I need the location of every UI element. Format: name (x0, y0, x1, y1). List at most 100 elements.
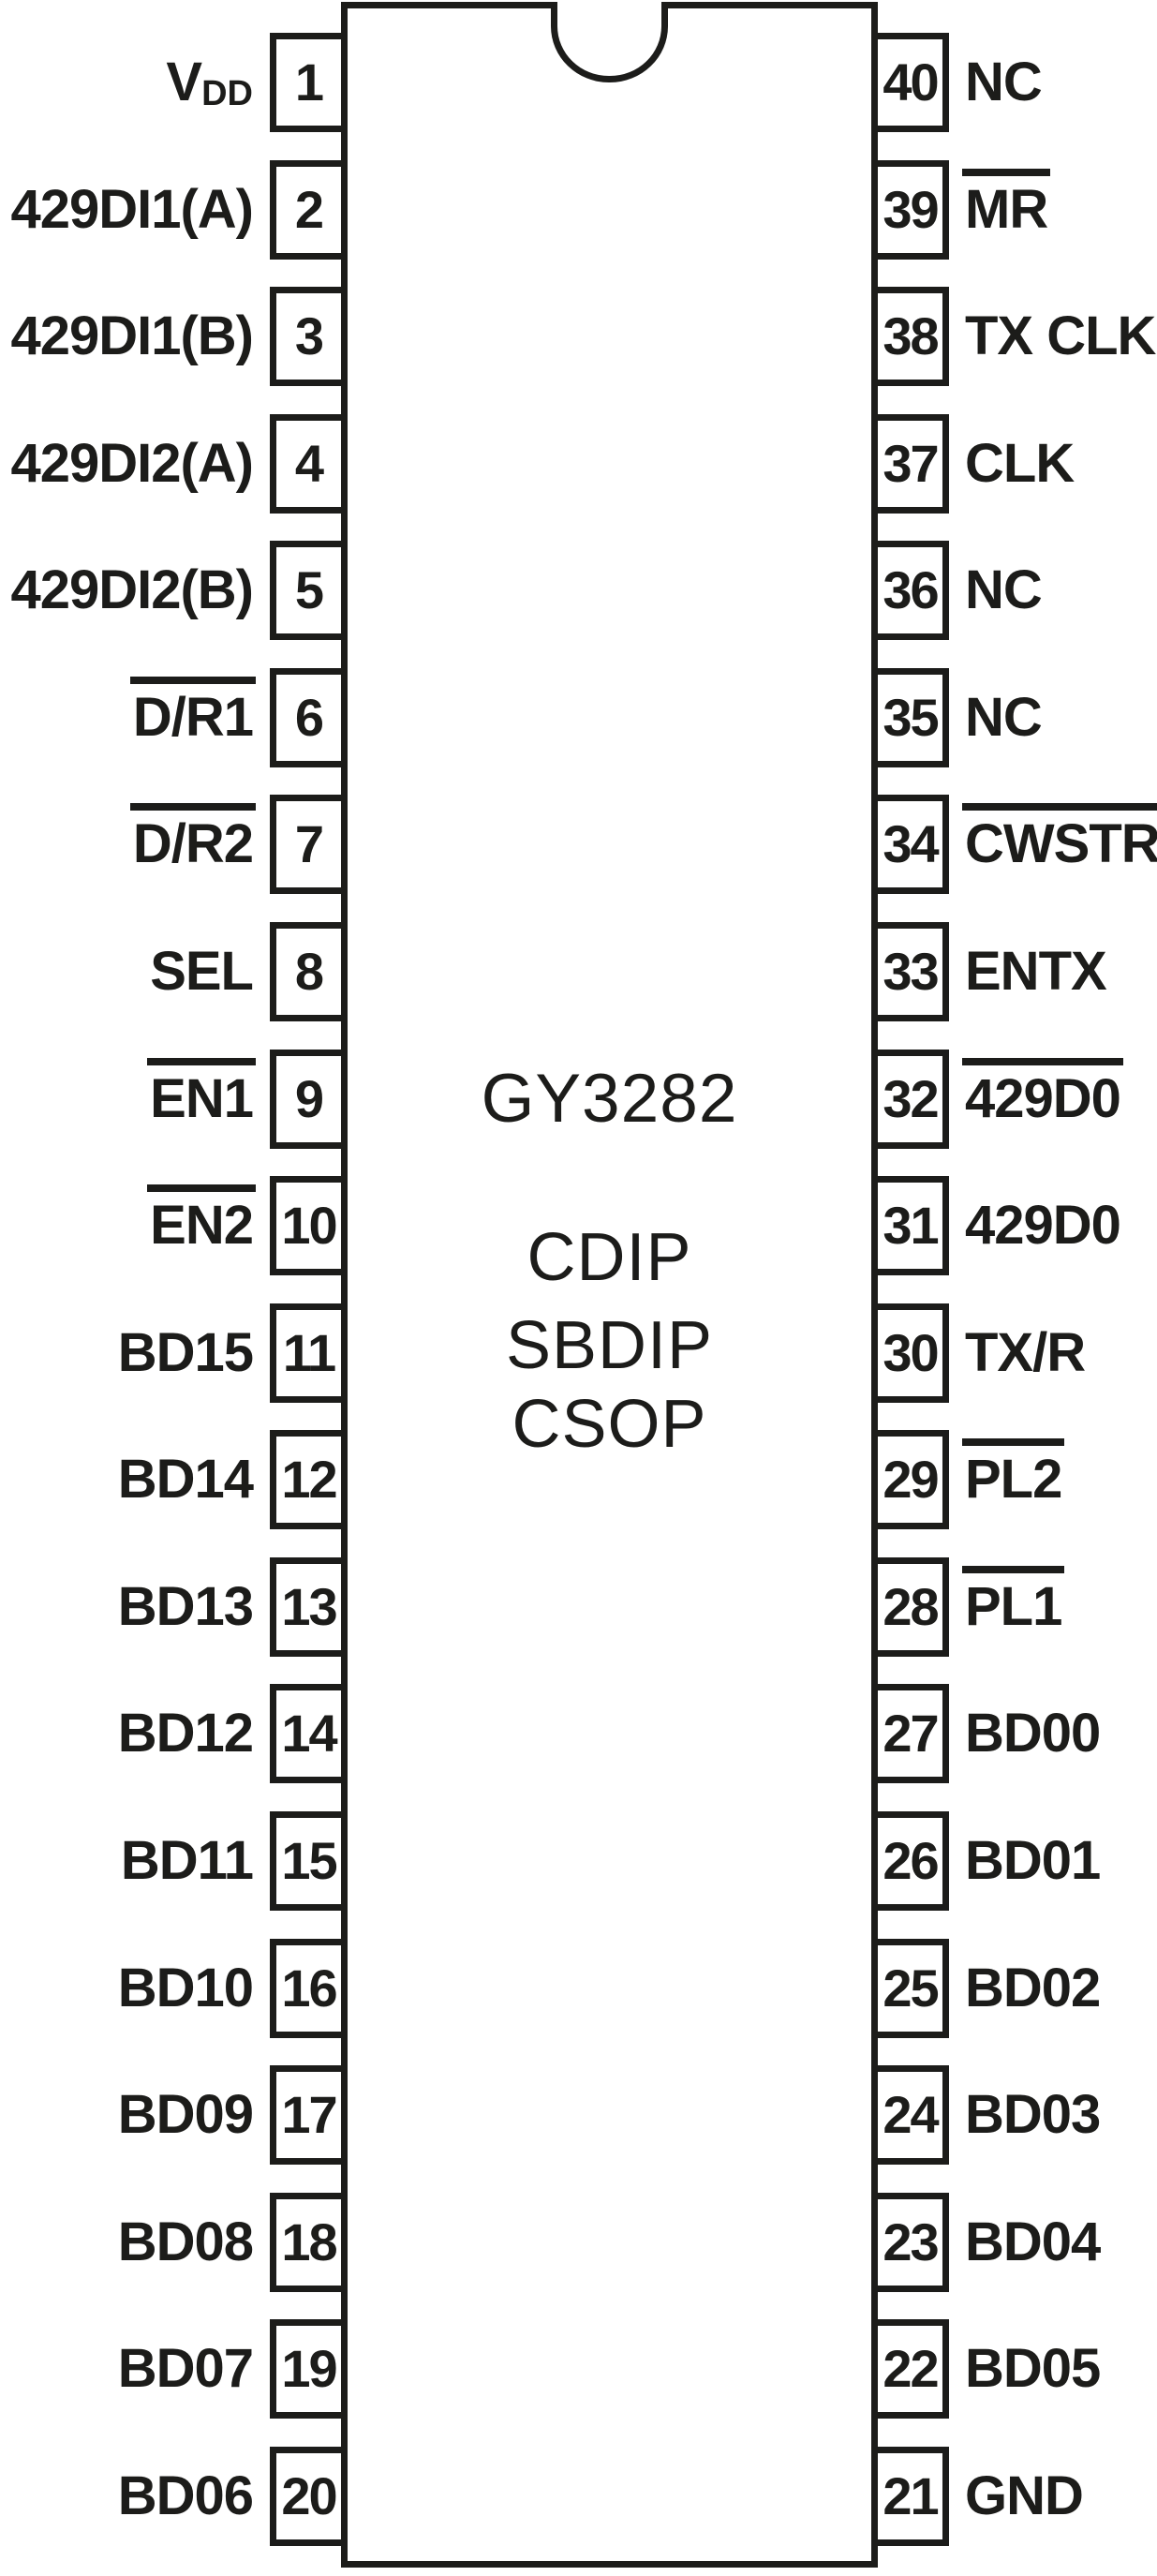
pin-7-box: 7 (270, 795, 348, 894)
pin-17-label: BD09 (118, 2088, 254, 2142)
pin-16-label: BD10 (117, 1958, 254, 2018)
pin-26-label: BD01 (965, 1834, 1101, 1888)
overlined-signal-name: D/R1 (129, 677, 257, 748)
pin-26-box: 26 (871, 1811, 949, 1911)
pin-34-label: CWSTR (962, 803, 1157, 871)
signal-name: BD09 (117, 2084, 254, 2145)
overlined-signal-name: PL2 (961, 1438, 1065, 1510)
pin-35-label: NC (965, 691, 1043, 745)
signal-name-subscript: DD (201, 74, 253, 113)
pin-29-label: PL2 (961, 1438, 1065, 1510)
pin-8-number: 8 (294, 942, 324, 1001)
pin-30-label: TX/R (965, 1326, 1086, 1380)
pin-38-label: TX CLK (965, 309, 1156, 364)
pin-7-label: D/R2 (129, 803, 257, 871)
pin-24-box: 24 (871, 2065, 949, 2165)
signal-name: BD04 (965, 2211, 1101, 2272)
pin-36-label: NC (965, 563, 1043, 618)
signal-name: BD10 (117, 1958, 254, 2018)
pin-3-box: 3 (270, 287, 348, 386)
signal-name: BD07 (117, 2338, 254, 2399)
pin-14-number: 14 (281, 1704, 337, 1763)
pin-11-label: BD15 (118, 1326, 254, 1380)
package-type-cdip: CDIP (527, 1220, 692, 1295)
overlined-signal-name: MR (961, 169, 1051, 240)
pin-4-number: 4 (294, 434, 324, 493)
signal-name: BD08 (117, 2211, 254, 2272)
pin-11-box: 11 (270, 1303, 348, 1403)
pin-27-box: 27 (871, 1684, 949, 1783)
pin-8-label: SEL (150, 945, 254, 999)
pin-37-label: CLK (965, 437, 1075, 491)
signal-name: GND (965, 2465, 1084, 2526)
pin-19-number: 19 (281, 2339, 337, 2398)
pin-18-number: 18 (281, 2212, 337, 2271)
pin-10-number: 10 (281, 1196, 337, 1255)
pin-6-number: 6 (294, 688, 324, 747)
pin-9-number: 9 (294, 1069, 324, 1128)
signal-name: 429DI1(B) (10, 305, 254, 366)
pin-13-number: 13 (281, 1577, 337, 1636)
pin-1-number: 1 (294, 52, 324, 112)
pin-26-number: 26 (883, 1831, 939, 1890)
signal-name: SEL (150, 941, 254, 1002)
pin-32-number: 32 (883, 1069, 939, 1128)
pin-14-label: BD12 (118, 1706, 254, 1761)
pin-29-box: 29 (871, 1430, 949, 1529)
signal-name: BD15 (117, 1322, 254, 1383)
pin-28-label: PL1 (961, 1566, 1065, 1637)
pin-6-label: D/R1 (129, 677, 257, 748)
signal-name: 429DI2(B) (10, 559, 254, 620)
pin-13-box: 13 (270, 1557, 348, 1657)
pin-17-number: 17 (281, 2085, 337, 2144)
signal-name: TX CLK (965, 305, 1156, 366)
pin-35-box: 35 (871, 668, 949, 767)
pin-36-box: 36 (871, 541, 949, 640)
pin-3-number: 3 (294, 306, 324, 365)
pin-22-label: BD05 (965, 2342, 1101, 2396)
pin-30-number: 30 (883, 1323, 939, 1382)
signal-name: ENTX (965, 941, 1107, 1002)
signal-name: V (166, 52, 202, 112)
pin-16-number: 16 (281, 1958, 337, 2018)
pin-22-number: 22 (883, 2339, 939, 2398)
signal-name: BD01 (965, 1830, 1101, 1891)
pin-34-box: 34 (871, 795, 949, 894)
signal-name: 429D0 (965, 1195, 1121, 1256)
pin-24-label: BD03 (965, 2088, 1101, 2142)
pin-15-box: 15 (270, 1811, 348, 1911)
pin-23-label: BD04 (965, 2215, 1101, 2270)
signal-name: BD05 (965, 2338, 1101, 2399)
pin-31-number: 31 (883, 1196, 939, 1255)
pin-9-box: 9 (270, 1050, 348, 1149)
pin-2-number: 2 (294, 180, 324, 239)
pin-1-box: 1 (270, 33, 348, 132)
pin-32-box: 32 (871, 1050, 949, 1149)
signal-name: TX/R (965, 1322, 1086, 1383)
pin-34-number: 34 (883, 814, 939, 873)
pin-25-box: 25 (871, 1939, 949, 2038)
signal-name: BD14 (117, 1449, 254, 1510)
pin-7-number: 7 (294, 814, 324, 873)
pin-12-number: 12 (281, 1450, 337, 1509)
part-number: GY3282 (481, 1061, 738, 1137)
pin-22-box: 22 (871, 2319, 949, 2419)
pin-37-number: 37 (883, 434, 939, 493)
pin-21-box: 21 (871, 2447, 949, 2546)
ic-package-body (341, 2, 878, 2568)
pin-21-label: GND (965, 2469, 1084, 2524)
pin-11-number: 11 (282, 1323, 336, 1382)
overlined-signal-name: PL1 (961, 1566, 1065, 1637)
pin-1-label: VDD (166, 55, 253, 121)
signal-name: BD00 (965, 1703, 1101, 1764)
pin-15-number: 15 (281, 1831, 337, 1890)
signal-name: BD13 (117, 1576, 254, 1637)
pin-40-number: 40 (883, 52, 939, 112)
pin-10-label: EN2 (147, 1184, 256, 1253)
pin-5-label: 429DI2(B) (10, 563, 254, 618)
pin-38-box: 38 (871, 287, 949, 386)
pin-19-box: 19 (270, 2319, 348, 2419)
signal-name: BD11 (120, 1830, 254, 1891)
pin-36-number: 36 (883, 560, 939, 619)
